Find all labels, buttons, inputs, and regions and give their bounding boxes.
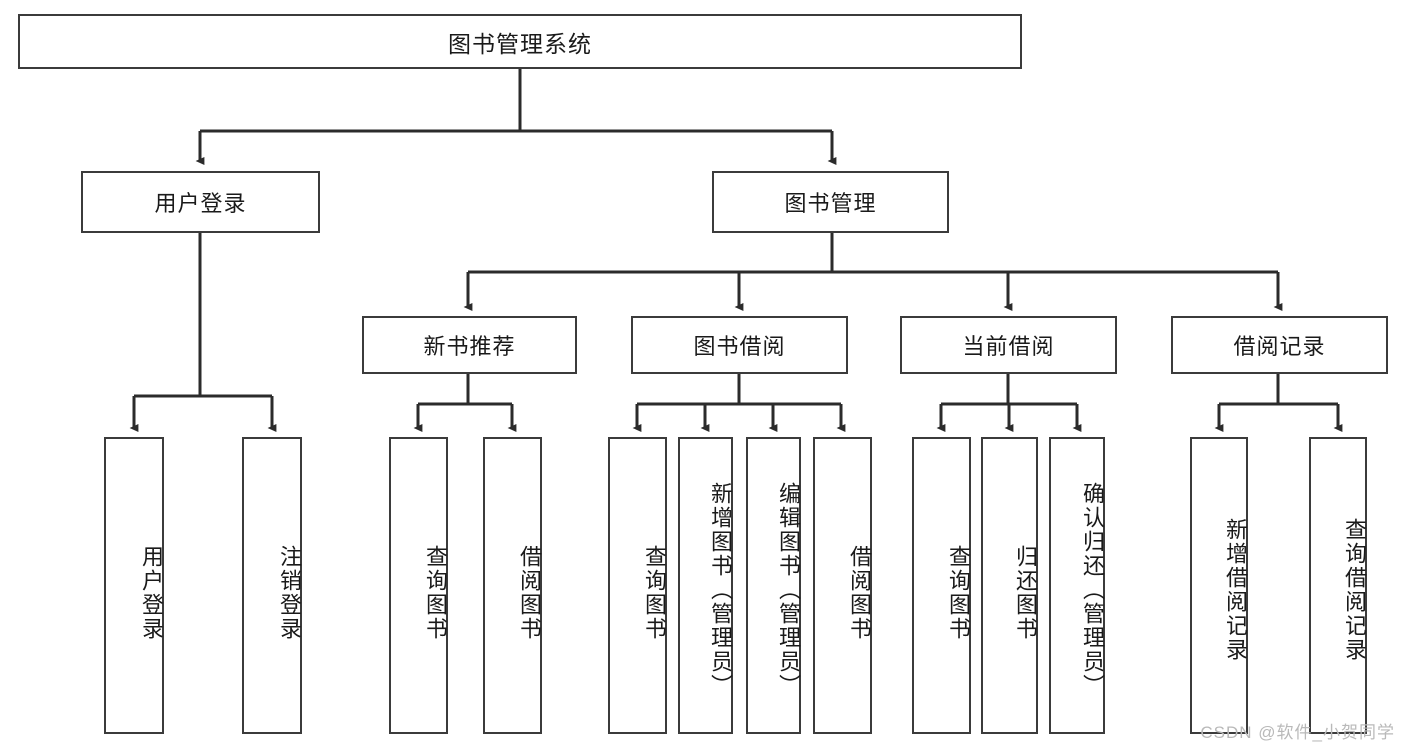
leaf-current-borrow-return[interactable]: 归还图书 [981, 437, 1038, 734]
leaf-book-borrow-edit-label: 编辑图书（管理员） [776, 481, 801, 698]
leaf-book-borrow-edit[interactable]: 编辑图书（管理员） [746, 437, 801, 734]
leaf-current-borrow-return-label: 归还图书 [1013, 544, 1038, 641]
node-book-borrow[interactable]: 图书借阅 [631, 316, 848, 374]
leaf-book-borrow-query[interactable]: 查询图书 [608, 437, 667, 734]
leaf-user-login-signin[interactable]: 用户登录 [104, 437, 164, 734]
leaf-borrow-record-add-label: 新增借阅记录 [1223, 517, 1248, 662]
leaf-current-borrow-query[interactable]: 查询图书 [912, 437, 971, 734]
leaf-user-login-signout[interactable]: 注销登录 [242, 437, 302, 734]
node-current-borrow[interactable]: 当前借阅 [900, 316, 1117, 374]
leaf-book-borrow-query-label: 查询图书 [642, 544, 667, 641]
leaf-borrow-record-query-label: 查询借阅记录 [1342, 517, 1367, 662]
node-user-login[interactable]: 用户登录 [81, 171, 320, 233]
node-new-book-recommend-label: 新书推荐 [423, 334, 516, 359]
leaf-new-book-borrow-label: 借阅图书 [517, 544, 542, 641]
leaf-book-borrow-add-label: 新增图书（管理员） [708, 481, 733, 698]
leaf-new-book-query[interactable]: 查询图书 [389, 437, 448, 734]
leaf-book-borrow-add[interactable]: 新增图书（管理员） [678, 437, 733, 734]
node-book-management[interactable]: 图书管理 [712, 171, 949, 233]
leaf-book-borrow-borrow-label: 借阅图书 [847, 544, 872, 641]
leaf-book-borrow-borrow[interactable]: 借阅图书 [813, 437, 872, 734]
leaf-user-login-signin-label: 用户登录 [139, 544, 164, 641]
node-new-book-recommend[interactable]: 新书推荐 [362, 316, 577, 374]
node-root[interactable]: 图书管理系统 [18, 14, 1022, 69]
leaf-current-borrow-confirm-label: 确认归还（管理员） [1080, 481, 1105, 698]
node-book-borrow-label: 图书借阅 [693, 334, 786, 359]
leaf-borrow-record-add[interactable]: 新增借阅记录 [1190, 437, 1248, 734]
leaf-new-book-borrow[interactable]: 借阅图书 [483, 437, 542, 734]
node-root-label: 图书管理系统 [448, 30, 592, 57]
node-borrow-record-label: 借阅记录 [1233, 334, 1326, 359]
node-book-management-label: 图书管理 [784, 191, 877, 216]
leaf-current-borrow-confirm[interactable]: 确认归还（管理员） [1049, 437, 1105, 734]
leaf-user-login-signout-label: 注销登录 [277, 544, 302, 641]
leaf-current-borrow-query-label: 查询图书 [946, 544, 971, 641]
leaf-borrow-record-query[interactable]: 查询借阅记录 [1309, 437, 1367, 734]
node-borrow-record[interactable]: 借阅记录 [1171, 316, 1388, 374]
node-user-login-label: 用户登录 [154, 191, 247, 216]
node-current-borrow-label: 当前借阅 [962, 334, 1055, 359]
leaf-new-book-query-label: 查询图书 [423, 544, 448, 641]
